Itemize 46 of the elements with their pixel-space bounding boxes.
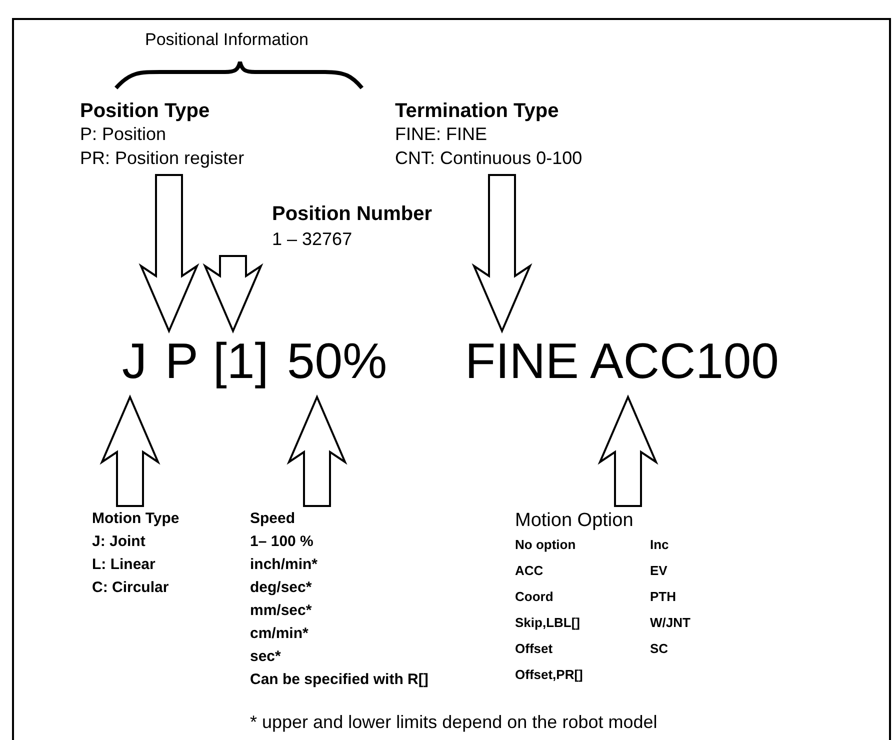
value-text: inch/min* [250, 556, 318, 573]
value-text: L: Linear [92, 556, 156, 573]
value-text: CNT: Continuous 0-100 [395, 148, 582, 169]
block-arrow [286, 394, 348, 507]
value-text: P: Position [80, 124, 166, 145]
option-name: PTH [650, 589, 676, 604]
value-text: J: Joint [92, 533, 146, 550]
heading: Motion Type [92, 510, 180, 527]
option-name: Coord [515, 589, 554, 604]
block-arrow [138, 174, 200, 334]
code-token: 50% [287, 333, 388, 389]
footnote: * upper and lower limits depend on the robot model [250, 712, 658, 733]
value-text: deg/sec* [250, 579, 312, 596]
heading: Motion Option [515, 510, 634, 532]
option-name: Inc [650, 537, 669, 552]
block-arrow [202, 255, 264, 334]
value-text: C: Circular [92, 579, 169, 596]
value-text: sec* [250, 648, 281, 665]
code-token: [1] [213, 333, 269, 389]
option-name: EV [650, 563, 668, 578]
code-token: ACC100 [590, 333, 779, 389]
value-text: FINE: FINE [395, 124, 488, 145]
option-name: No option [515, 537, 576, 552]
option-name: SC [650, 641, 668, 656]
option-name: ACC [515, 563, 544, 578]
code-token: J [122, 333, 147, 389]
value-text: 1– 100 % [250, 533, 314, 550]
heading: Speed [250, 510, 296, 527]
value-text: cm/min* [250, 625, 308, 642]
value-text: mm/sec* [250, 602, 312, 619]
block-arrow [598, 394, 658, 507]
heading: Position Type [80, 100, 210, 123]
block-arrow [100, 394, 160, 507]
option-name: W/JNT [650, 615, 690, 630]
option-name: Offset,PR[] [515, 667, 583, 682]
value-text: PR: Position register [80, 148, 244, 169]
option-name: Offset [515, 641, 553, 656]
block-arrow [472, 174, 532, 334]
heading: Termination Type [395, 100, 559, 123]
bracket-label: Positional Information [145, 30, 308, 50]
code-token: FINE [465, 333, 579, 389]
value-text: Can be specified with R[] [250, 671, 428, 688]
option-name: Skip,LBL[] [515, 615, 580, 630]
code-token: P [165, 333, 198, 389]
heading: Position Number [272, 203, 432, 226]
value-text: 1 – 32767 [272, 229, 352, 250]
